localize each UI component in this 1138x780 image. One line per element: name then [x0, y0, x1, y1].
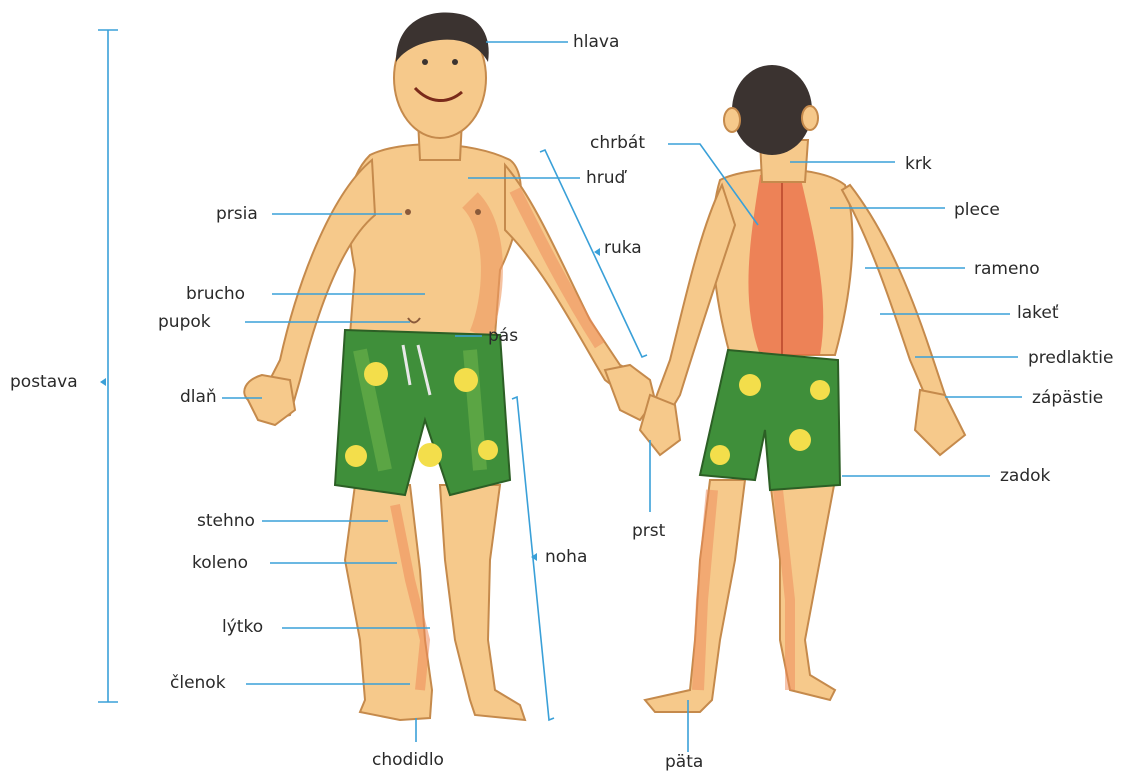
label-chodidlo: chodidlo [372, 750, 444, 770]
label-brucho: brucho [186, 284, 245, 304]
label-zadok: zadok [1000, 466, 1050, 486]
label-noha: noha [545, 547, 587, 567]
label-ruka: ruka [604, 238, 642, 258]
label-pupok: pupok [158, 312, 211, 332]
label-prst: prst [632, 521, 665, 541]
label-krk: krk [905, 154, 932, 174]
label-plece: plece [954, 200, 1000, 220]
label-prsia: prsia [216, 204, 258, 224]
label-pas: pás [488, 326, 518, 346]
label-dlan: dlaň [180, 387, 217, 407]
label-predlaktie: predlaktie [1028, 348, 1114, 368]
label-clenok: členok [170, 673, 226, 693]
label-stehno: stehno [197, 511, 255, 531]
label-pata: päta [665, 752, 703, 772]
label-hrud: hruď [586, 168, 625, 188]
leader-lines [98, 30, 1022, 752]
label-postava: postava [10, 372, 78, 392]
label-lytko: lýtko [222, 617, 263, 637]
label-chrbat: chrbát [590, 133, 645, 153]
label-hlava: hlava [573, 32, 619, 52]
front-figure [244, 13, 655, 720]
label-laket: lakeť [1017, 303, 1059, 323]
label-rameno: rameno [974, 259, 1040, 279]
label-koleno: koleno [192, 553, 248, 573]
label-zapastie: zápästie [1032, 388, 1103, 408]
